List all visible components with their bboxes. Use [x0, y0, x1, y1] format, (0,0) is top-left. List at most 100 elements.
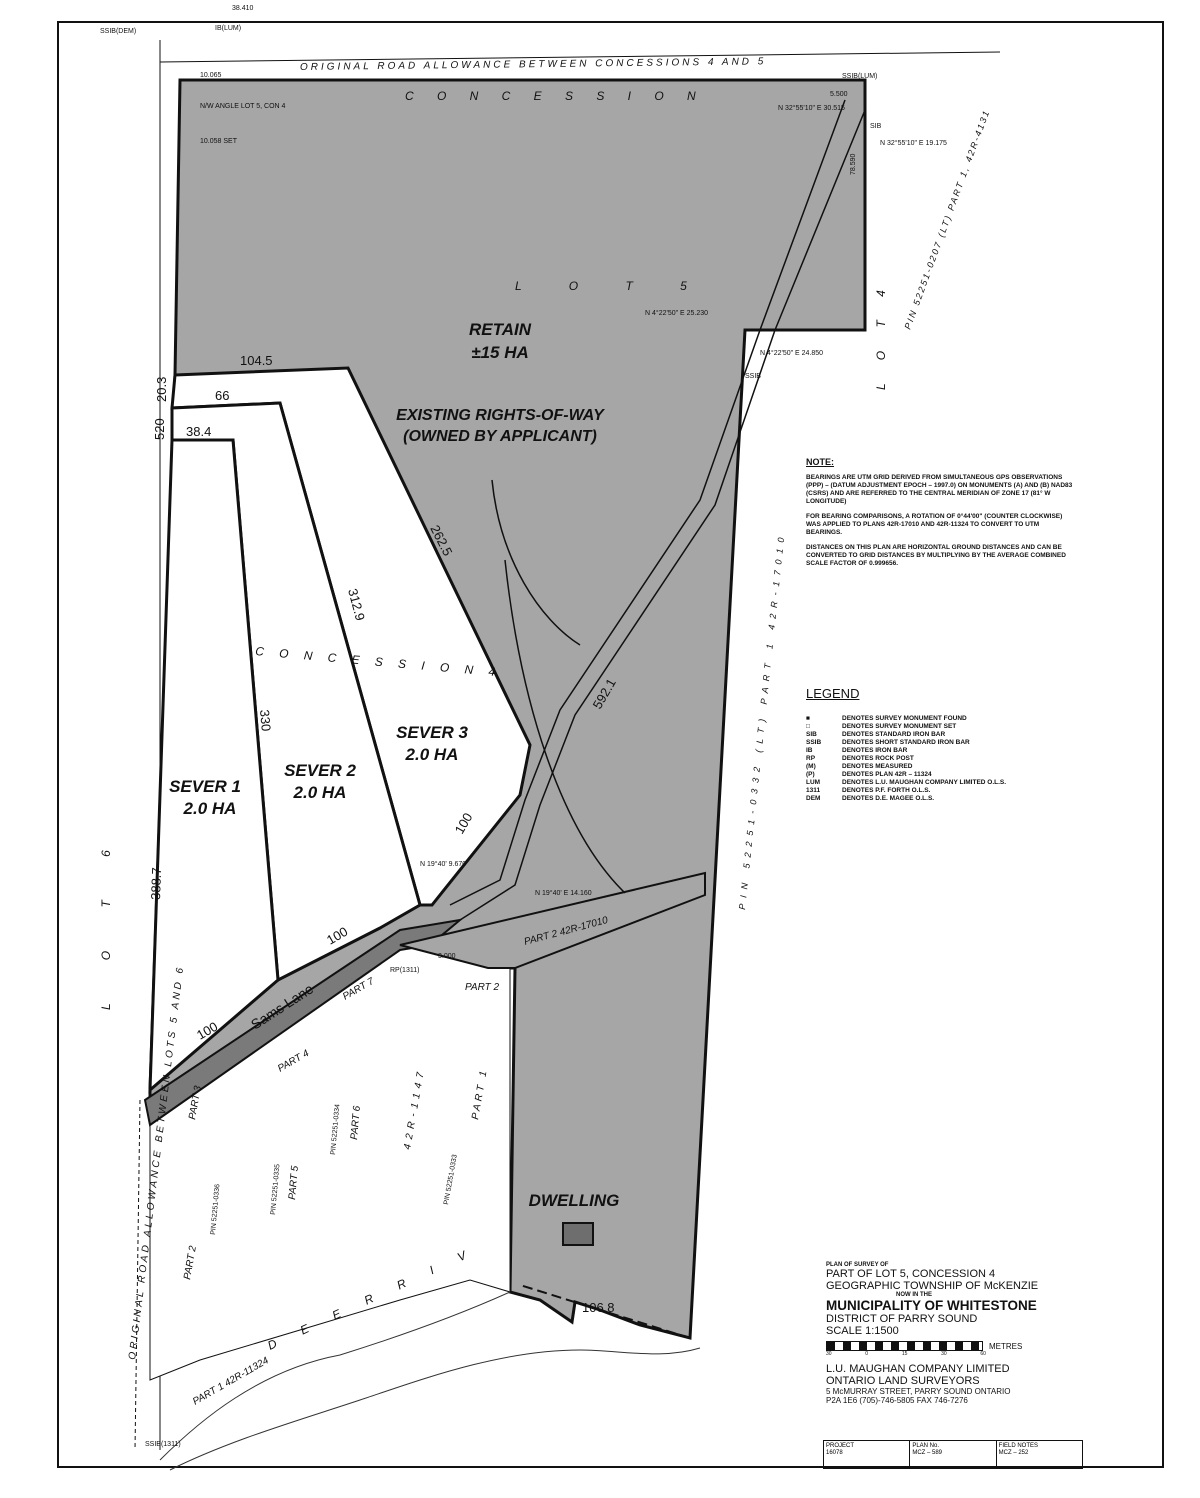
monument-5: RP(1311): [390, 967, 419, 974]
monument-7: N/W ANGLE LOT 5, CON 4: [200, 103, 286, 110]
legend-title: LEGEND: [806, 686, 860, 701]
bearing-4: N 19°40' 9.670: [420, 860, 466, 868]
title-line-9: ONTARIO LAND SURVEYORS: [826, 1375, 980, 1387]
legend-text: DENOTES L.U. MAUGHAN COMPANY LIMITED O.L…: [842, 779, 1007, 786]
project-label: PROJECT: [826, 1443, 855, 1449]
bearing-3: N 4°22'50" E 24.850: [760, 349, 823, 357]
monument-3: SIB: [870, 123, 882, 130]
legend-text: DENOTES SURVEY MONUMENT FOUND: [842, 715, 967, 722]
monument-2: SSIB(LUM): [842, 73, 877, 80]
lot-right-label: L O T 4: [874, 280, 888, 390]
legend-key: □: [806, 723, 810, 730]
legend-text: DENOTES SHORT STANDARD IRON BAR: [842, 739, 970, 746]
scale-tick: 0: [865, 1351, 869, 1357]
pin-label-2: PIN 52251-0336: [210, 1184, 221, 1236]
scale-tick: 60: [980, 1351, 986, 1357]
title-line-8: L.U. MAUGHAN COMPANY LIMITED: [826, 1363, 1010, 1375]
legend-item: ■DENOTES SURVEY MONUMENT FOUND: [806, 715, 1066, 723]
road-allowance-top-label: ORIGINAL ROAD ALLOWANCE BETWEEN CONCESSI…: [300, 56, 767, 73]
legend-item: RP DENOTES ROCK POST: [806, 755, 1066, 763]
sever-2-area: 2.0 HA: [293, 783, 347, 802]
legend-key: 1311: [806, 787, 821, 794]
legend-item: (M)DENOTES MEASURED: [806, 763, 1066, 771]
legend-text: DENOTES ROCK POST: [842, 755, 914, 762]
bearing-5: N 19°40' E 14.160: [535, 889, 592, 897]
sever-1-area: 2.0 HA: [183, 799, 237, 818]
lot-left-label: L O T 6: [99, 830, 113, 1010]
pin-label-3: PIN 52251-0335: [270, 1164, 281, 1216]
legend-item: □DENOTES SURVEY MONUMENT SET: [806, 723, 1066, 731]
title-line-4: NOW IN THE: [896, 1292, 932, 1298]
dwelling-marker: [562, 1222, 594, 1246]
sever-1-parcel: [148, 438, 280, 1094]
legend-key: SSIB: [806, 739, 822, 746]
road-allowance-top-line: [159, 51, 1001, 63]
survey-note: NOTE: BEARINGS ARE UTM GRID DERIVED FROM…: [806, 458, 1076, 575]
field-notes-value: MCZ – 252: [998, 1450, 1029, 1456]
legend: LEGEND ■DENOTES SURVEY MONUMENT FOUND □D…: [806, 686, 1066, 803]
bearing-0: N 32°55'10" E 30.515: [778, 104, 845, 112]
scale-tick: 30: [941, 1351, 947, 1357]
arrow-row-2: [504, 559, 626, 894]
note-paragraph-3: DISTANCES ON THIS PLAN ARE HORIZONTAL GR…: [806, 544, 1066, 567]
scale-bar: METRES: [826, 1341, 1086, 1351]
dim-66: 66: [215, 388, 229, 403]
title-block: PLAN OF SURVEY OF PART OF LOT 5, CONCESS…: [826, 1262, 1086, 1405]
scale-bar-graphic: [826, 1341, 983, 1351]
legend-text: DENOTES D.E. MAGEE O.L.S.: [842, 795, 935, 802]
row-label: EXISTING RIGHTS-OF-WAY (OWNED BY APPLICA…: [396, 407, 604, 445]
arrow-row-1: [491, 479, 581, 646]
dwelling-label: DWELLING: [529, 1191, 620, 1210]
sever-3-label: SEVER 3: [396, 723, 468, 742]
bearing-6: 5.500: [830, 91, 848, 98]
bearing-1: N 32°55'10" E 19.175: [880, 139, 947, 147]
legend-item: SSIB DENOTES SHORT STANDARD IRON BAR: [806, 739, 1066, 747]
sever-1-label: SEVER 1: [169, 777, 241, 796]
concession-top-label: C O N C E S S I O N: [405, 89, 706, 103]
monument-6: SSIB(1311): [145, 1441, 181, 1448]
note-paragraph-2: FOR BEARING COMPARISONS, A ROTATION OF 0…: [806, 513, 1063, 536]
bearing-9: 10.058 SET: [200, 138, 238, 145]
scale-tick: 30: [826, 1351, 832, 1357]
title-line-11: P2A 1E6 (705)-746-5805 FAX 746-7276: [826, 1396, 968, 1405]
plan-label: PLAN No.: [912, 1443, 940, 1449]
monument-0: SSIB(DEM): [100, 28, 136, 35]
field-notes-label: FIELD NOTES: [998, 1443, 1038, 1449]
legend-key: RP: [806, 755, 816, 762]
dim-106-8: 106.8: [582, 1300, 615, 1315]
legend-text: DENOTES STANDARD IRON BAR: [842, 731, 946, 738]
dim-104-5: 104.5: [240, 353, 273, 368]
legend-text: DENOTES PLAN 42R – 11324: [842, 771, 932, 778]
retain-label: RETAIN: [469, 320, 532, 339]
dim-38-4: 38.4: [186, 424, 211, 439]
part-label-5: PART 6: [349, 1105, 363, 1140]
pin-label-4: PIN 52251-0334: [330, 1104, 341, 1156]
bearing-8: 10.065: [200, 72, 222, 79]
legend-key: (M): [806, 763, 816, 770]
part-label-1: PART 2: [465, 982, 500, 993]
road-allowance-left-line-2: [134, 1099, 141, 1451]
project-value: 16078: [826, 1450, 843, 1456]
monument-1: IB(LUM): [215, 25, 241, 32]
note-heading: NOTE:: [806, 457, 834, 467]
title-line-2: PART OF LOT 5, CONCESSION 4: [826, 1268, 996, 1280]
lot-label: L O T 5: [515, 279, 709, 293]
bearing-10: 38.410: [232, 5, 254, 12]
right-of-way-west: [449, 99, 846, 906]
legend-key: DEM: [806, 795, 821, 802]
bearing-7: 78.590: [850, 153, 857, 175]
dim-520: 520: [152, 418, 167, 440]
part-label-4: PART 5: [287, 1165, 301, 1200]
legend-item: (P)DENOTES PLAN 42R – 11324: [806, 771, 1066, 779]
deer-river-shoreline: [159, 1291, 701, 1471]
row-label-box: EXISTING RIGHTS-OF-WAY (OWNED BY APPLICA…: [396, 407, 604, 445]
dim-20-3: 20.3: [154, 377, 169, 402]
pin-label-1: PIN 52251-0332 (LT) PART 1 42R-17010: [737, 531, 787, 910]
title-line-10: 5 McMURRAY STREET, PARRY SOUND ONTARIO: [826, 1387, 1011, 1396]
